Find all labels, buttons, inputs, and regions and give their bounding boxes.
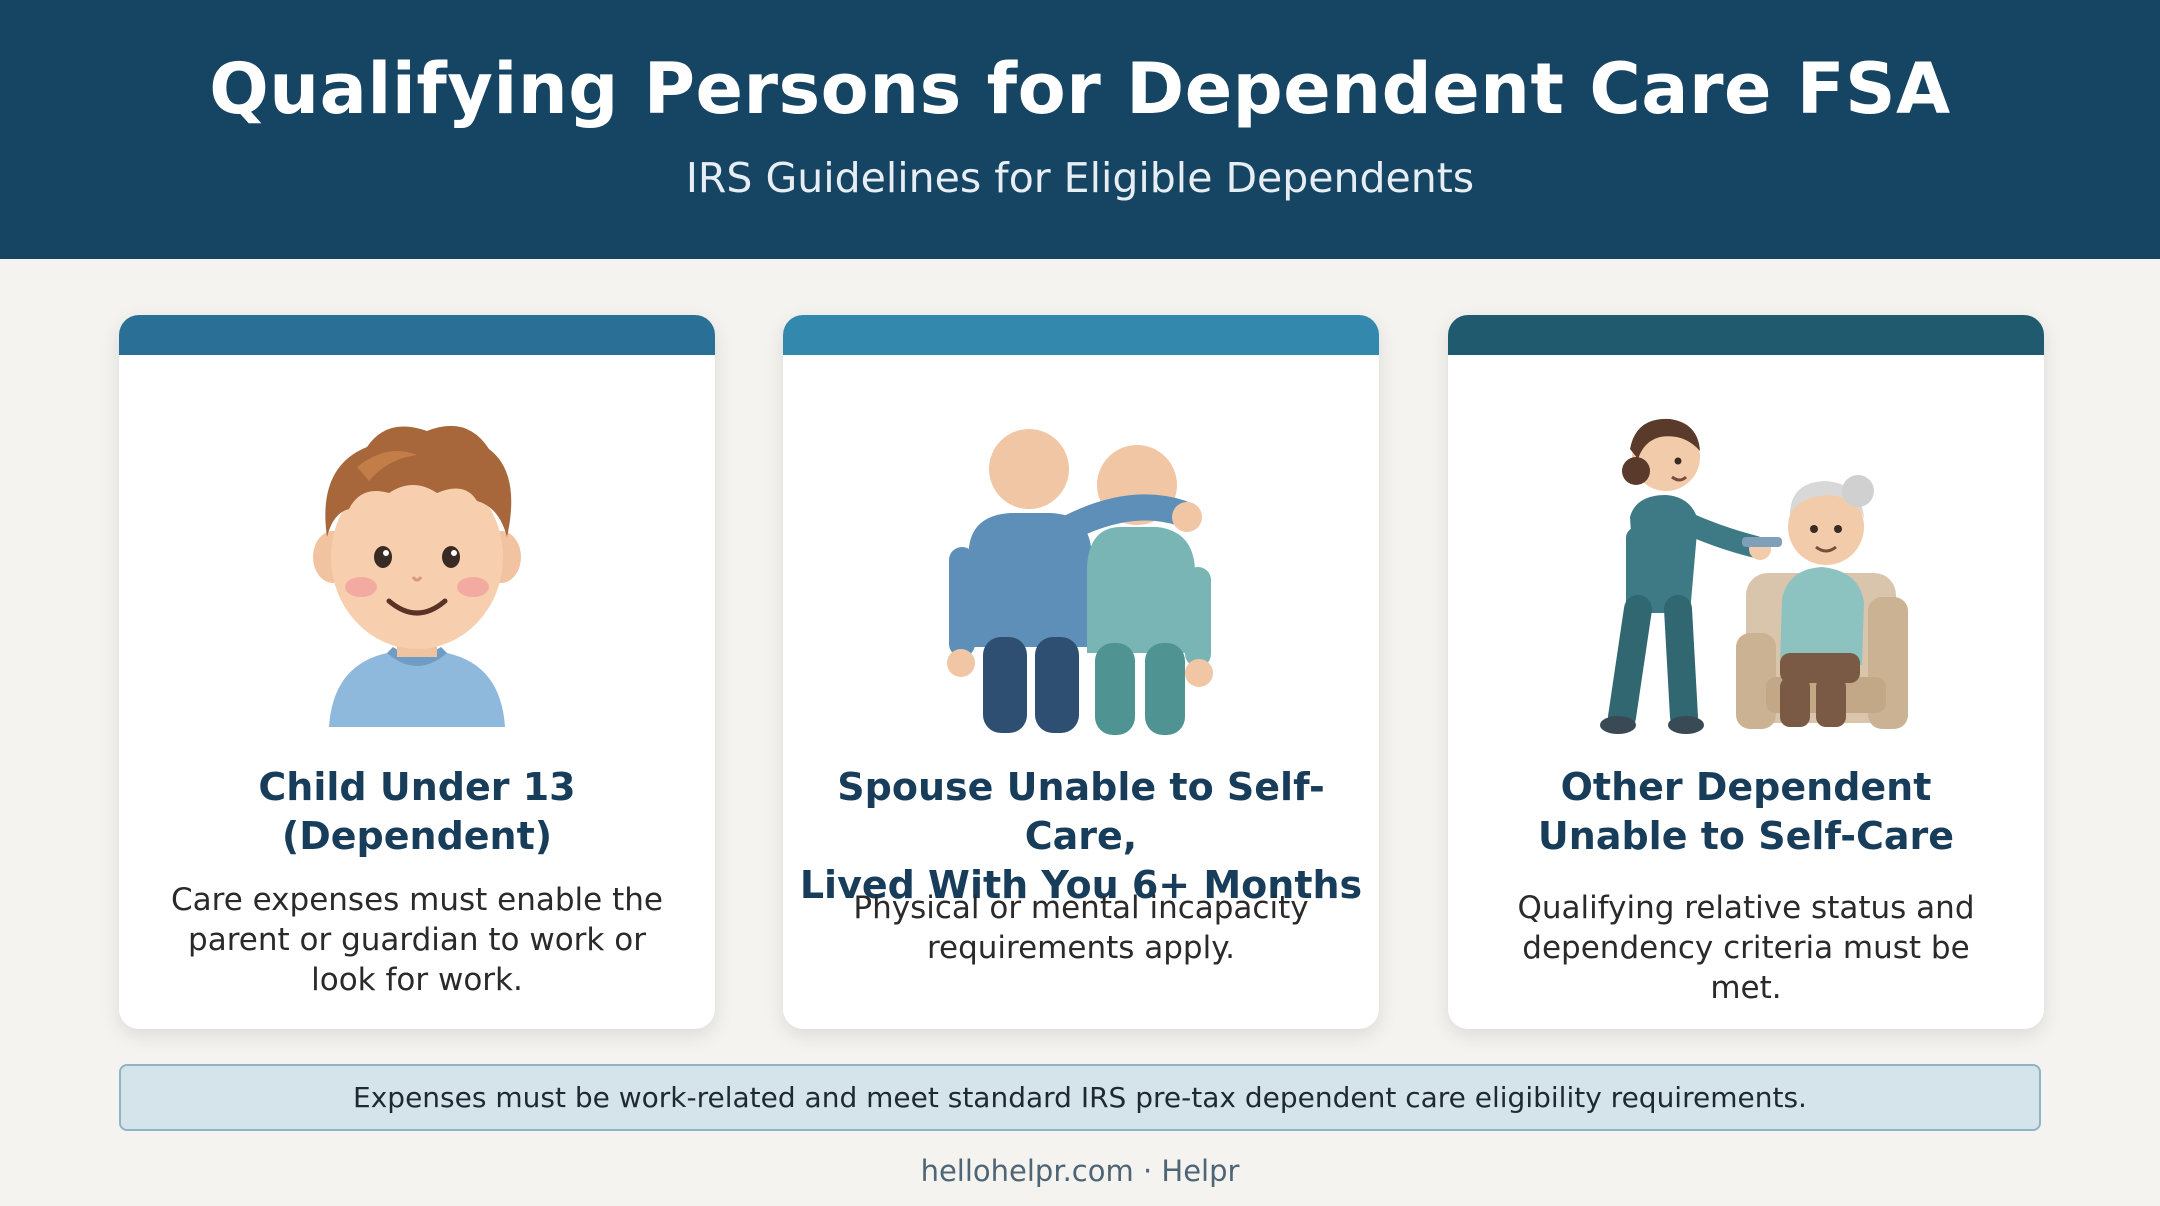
card-child-under-13: Child Under 13 (Dependent) Care expenses…: [119, 315, 715, 1029]
card-heading: Other Dependent Unable to Self-Care: [1537, 765, 1955, 858]
card-heading: Child Under 13 (Dependent): [258, 765, 576, 858]
header-banner: Qualifying Persons for Dependent Care FS…: [0, 0, 2160, 259]
card-accent-bar: [783, 315, 1379, 355]
card-description: Qualifying relative status and dependenc…: [1517, 890, 1975, 1006]
card-accent-bar: [119, 315, 715, 355]
caregiver-elder-illustration-icon: [1600, 418, 1908, 734]
child-illustration-icon: [313, 425, 521, 727]
card-description: Care expenses must enable the parent or …: [171, 882, 663, 998]
card-heading: Spouse Unable to Self-Care, Lived With Y…: [799, 765, 1363, 907]
page-subtitle: IRS Guidelines for Eligible Dependents: [685, 154, 1475, 202]
page-title: Qualifying Persons for Dependent Care FS…: [209, 48, 1951, 130]
card-spouse-self-care: Spouse Unable to Self-Care, Lived With Y…: [783, 315, 1379, 1029]
spouse-support-illustration-icon: [947, 429, 1213, 735]
card-description: Physical or mental incapacity requiremen…: [853, 890, 1309, 966]
eligibility-note: Expenses must be work-related and meet s…: [119, 1064, 2041, 1131]
card-accent-bar: [1448, 315, 2044, 355]
source-credit: hellohelpr.com · Helpr: [920, 1154, 1240, 1188]
card-other-dependent: Other Dependent Unable to Self-Care Qual…: [1448, 315, 2044, 1029]
